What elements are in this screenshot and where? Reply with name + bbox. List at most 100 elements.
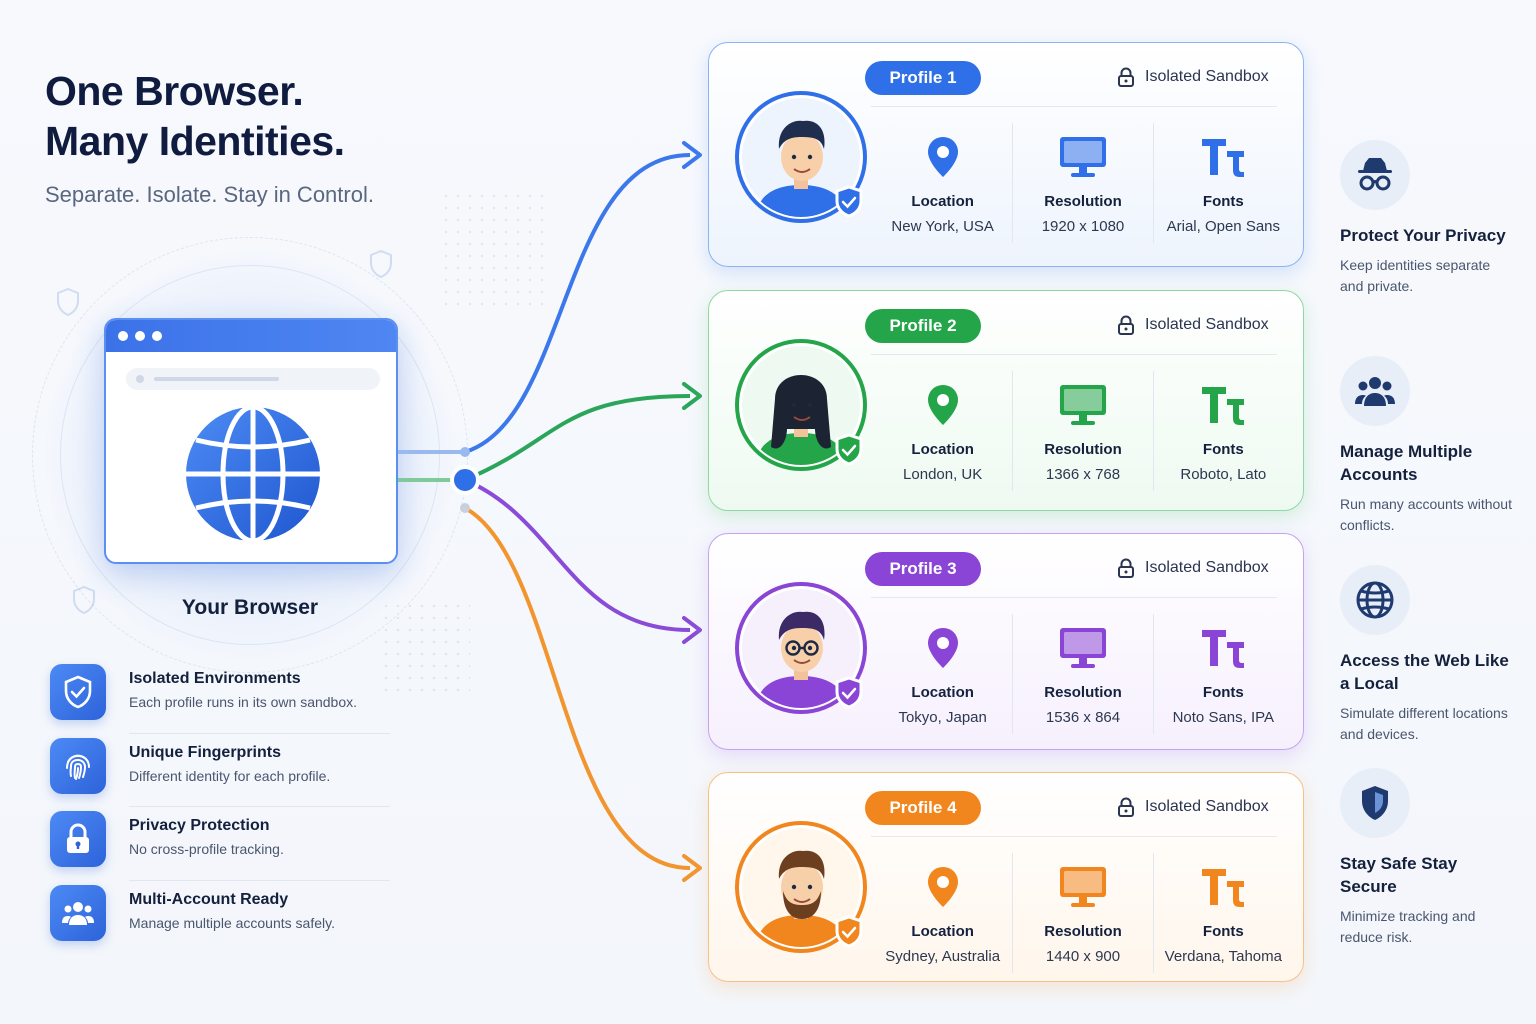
feature-desc: Different identity for each profile. [129, 767, 331, 784]
incognito-icon [1340, 140, 1410, 210]
location-pin-icon [873, 123, 1012, 179]
attr-value: Roboto, Lato [1180, 466, 1267, 483]
benefit-item: Stay Safe Stay Secure Minimize tracking … [1340, 768, 1530, 948]
attr-value: Sydney, Australia [885, 948, 1001, 965]
font-icon [1154, 614, 1293, 670]
attr-value: Arial, Open Sans [1166, 218, 1281, 235]
connector-profile-2 [464, 394, 691, 482]
monitor-icon [1059, 867, 1106, 907]
headline: One Browser. Many Identities. Separate. … [45, 66, 374, 208]
title-line-1: One Browser. [45, 68, 304, 114]
monitor-icon [1013, 123, 1152, 179]
profile-avatar [735, 91, 867, 223]
profile-name-badge[interactable]: Profile 4 [865, 791, 981, 825]
profile-avatar [735, 582, 867, 714]
location-pin-icon [873, 371, 1012, 427]
lock-icon [1118, 797, 1134, 817]
profile-avatar [735, 582, 867, 714]
attr-label: Resolution [1044, 923, 1122, 940]
attr-label: Resolution [1044, 441, 1122, 458]
attr-value: Noto Sans, IPA [1172, 709, 1275, 726]
profile-avatar [735, 821, 867, 953]
profile-name-badge[interactable]: Profile 1 [865, 61, 981, 95]
feature-desc: Each profile runs in its own sandbox. [129, 694, 358, 710]
sandbox-label: Isolated Sandbox [1145, 798, 1269, 815]
benefit-desc: Minimize tracking and reduce risk. [1340, 908, 1476, 945]
connector-profile-4 [464, 506, 691, 870]
benefit-desc: Keep identities separate and private. [1340, 257, 1491, 294]
font-icon [1202, 869, 1245, 907]
attr-value: 1536 x 864 [1045, 709, 1121, 726]
feature-list: Isolated Environments Each profile runs … [50, 660, 390, 954]
lock-icon [1118, 558, 1134, 578]
browser-title-bar [106, 320, 396, 352]
monitor-icon [1013, 853, 1152, 909]
attr-value: London, UK [903, 466, 983, 483]
browser-window [104, 318, 398, 564]
font-icon [1154, 123, 1293, 179]
sandbox-status: Isolated Sandbox [1117, 558, 1269, 578]
benefit-desc: Run many accounts without conflicts. [1340, 496, 1512, 533]
sandbox-label: Isolated Sandbox [1145, 316, 1269, 333]
sandbox-status: Isolated Sandbox [1117, 315, 1269, 335]
fingerprint-icon [50, 737, 106, 794]
profile-avatar [735, 339, 867, 471]
feature-title: Isolated Environments [129, 670, 301, 687]
profile-name-badge[interactable]: Profile 2 [865, 309, 981, 343]
users-icon [50, 884, 106, 941]
globe-icon [1340, 565, 1410, 635]
sandbox-status: Isolated Sandbox [1117, 67, 1269, 87]
attr-value: 1366 x 768 [1045, 466, 1121, 483]
shield-decoration-icon [73, 586, 95, 614]
dot-pattern [440, 190, 550, 310]
feature-title: Privacy Protection [129, 817, 270, 834]
feature-desc: Manage multiple accounts safely. [129, 914, 335, 931]
hub-node [450, 465, 480, 495]
sandbox-label: Isolated Sandbox [1145, 559, 1269, 576]
location-pin-icon [873, 614, 1012, 670]
attr-label: Resolution [1044, 193, 1122, 210]
benefit-title: Access the Web Like a Local [1340, 651, 1509, 693]
attr-value: New York, USA [891, 218, 994, 235]
benefit-title: Stay Safe Stay Secure [1340, 854, 1458, 896]
location-pin-icon [927, 867, 958, 907]
address-bar [126, 368, 380, 390]
sandbox-label: Isolated Sandbox [1145, 68, 1269, 85]
shield-decoration-icon [370, 250, 392, 278]
feature-item: Unique Fingerprints Different identity f… [50, 734, 390, 807]
benefit-desc: Simulate different locations and devices… [1340, 705, 1508, 742]
font-icon [1202, 139, 1245, 177]
profile-name-badge[interactable]: Profile 3 [865, 552, 981, 586]
monitor-icon [1059, 628, 1106, 668]
shield-icon [1340, 768, 1410, 838]
benefit-title: Protect Your Privacy [1340, 226, 1506, 245]
attr-label: Fonts [1202, 193, 1244, 210]
attr-label: Fonts [1202, 684, 1244, 701]
font-icon [1154, 853, 1293, 909]
connector-profile-1 [464, 153, 691, 454]
attr-label: Location [911, 441, 974, 458]
benefit-item: Protect Your Privacy Keep identities sep… [1340, 140, 1530, 297]
font-icon [1154, 371, 1293, 427]
attr-value: 1440 x 900 [1045, 948, 1121, 965]
lock-icon [1118, 67, 1134, 87]
location-pin-icon [927, 628, 958, 668]
location-pin-icon [873, 853, 1012, 909]
feature-item: Privacy Protection No cross-profile trac… [50, 807, 390, 881]
